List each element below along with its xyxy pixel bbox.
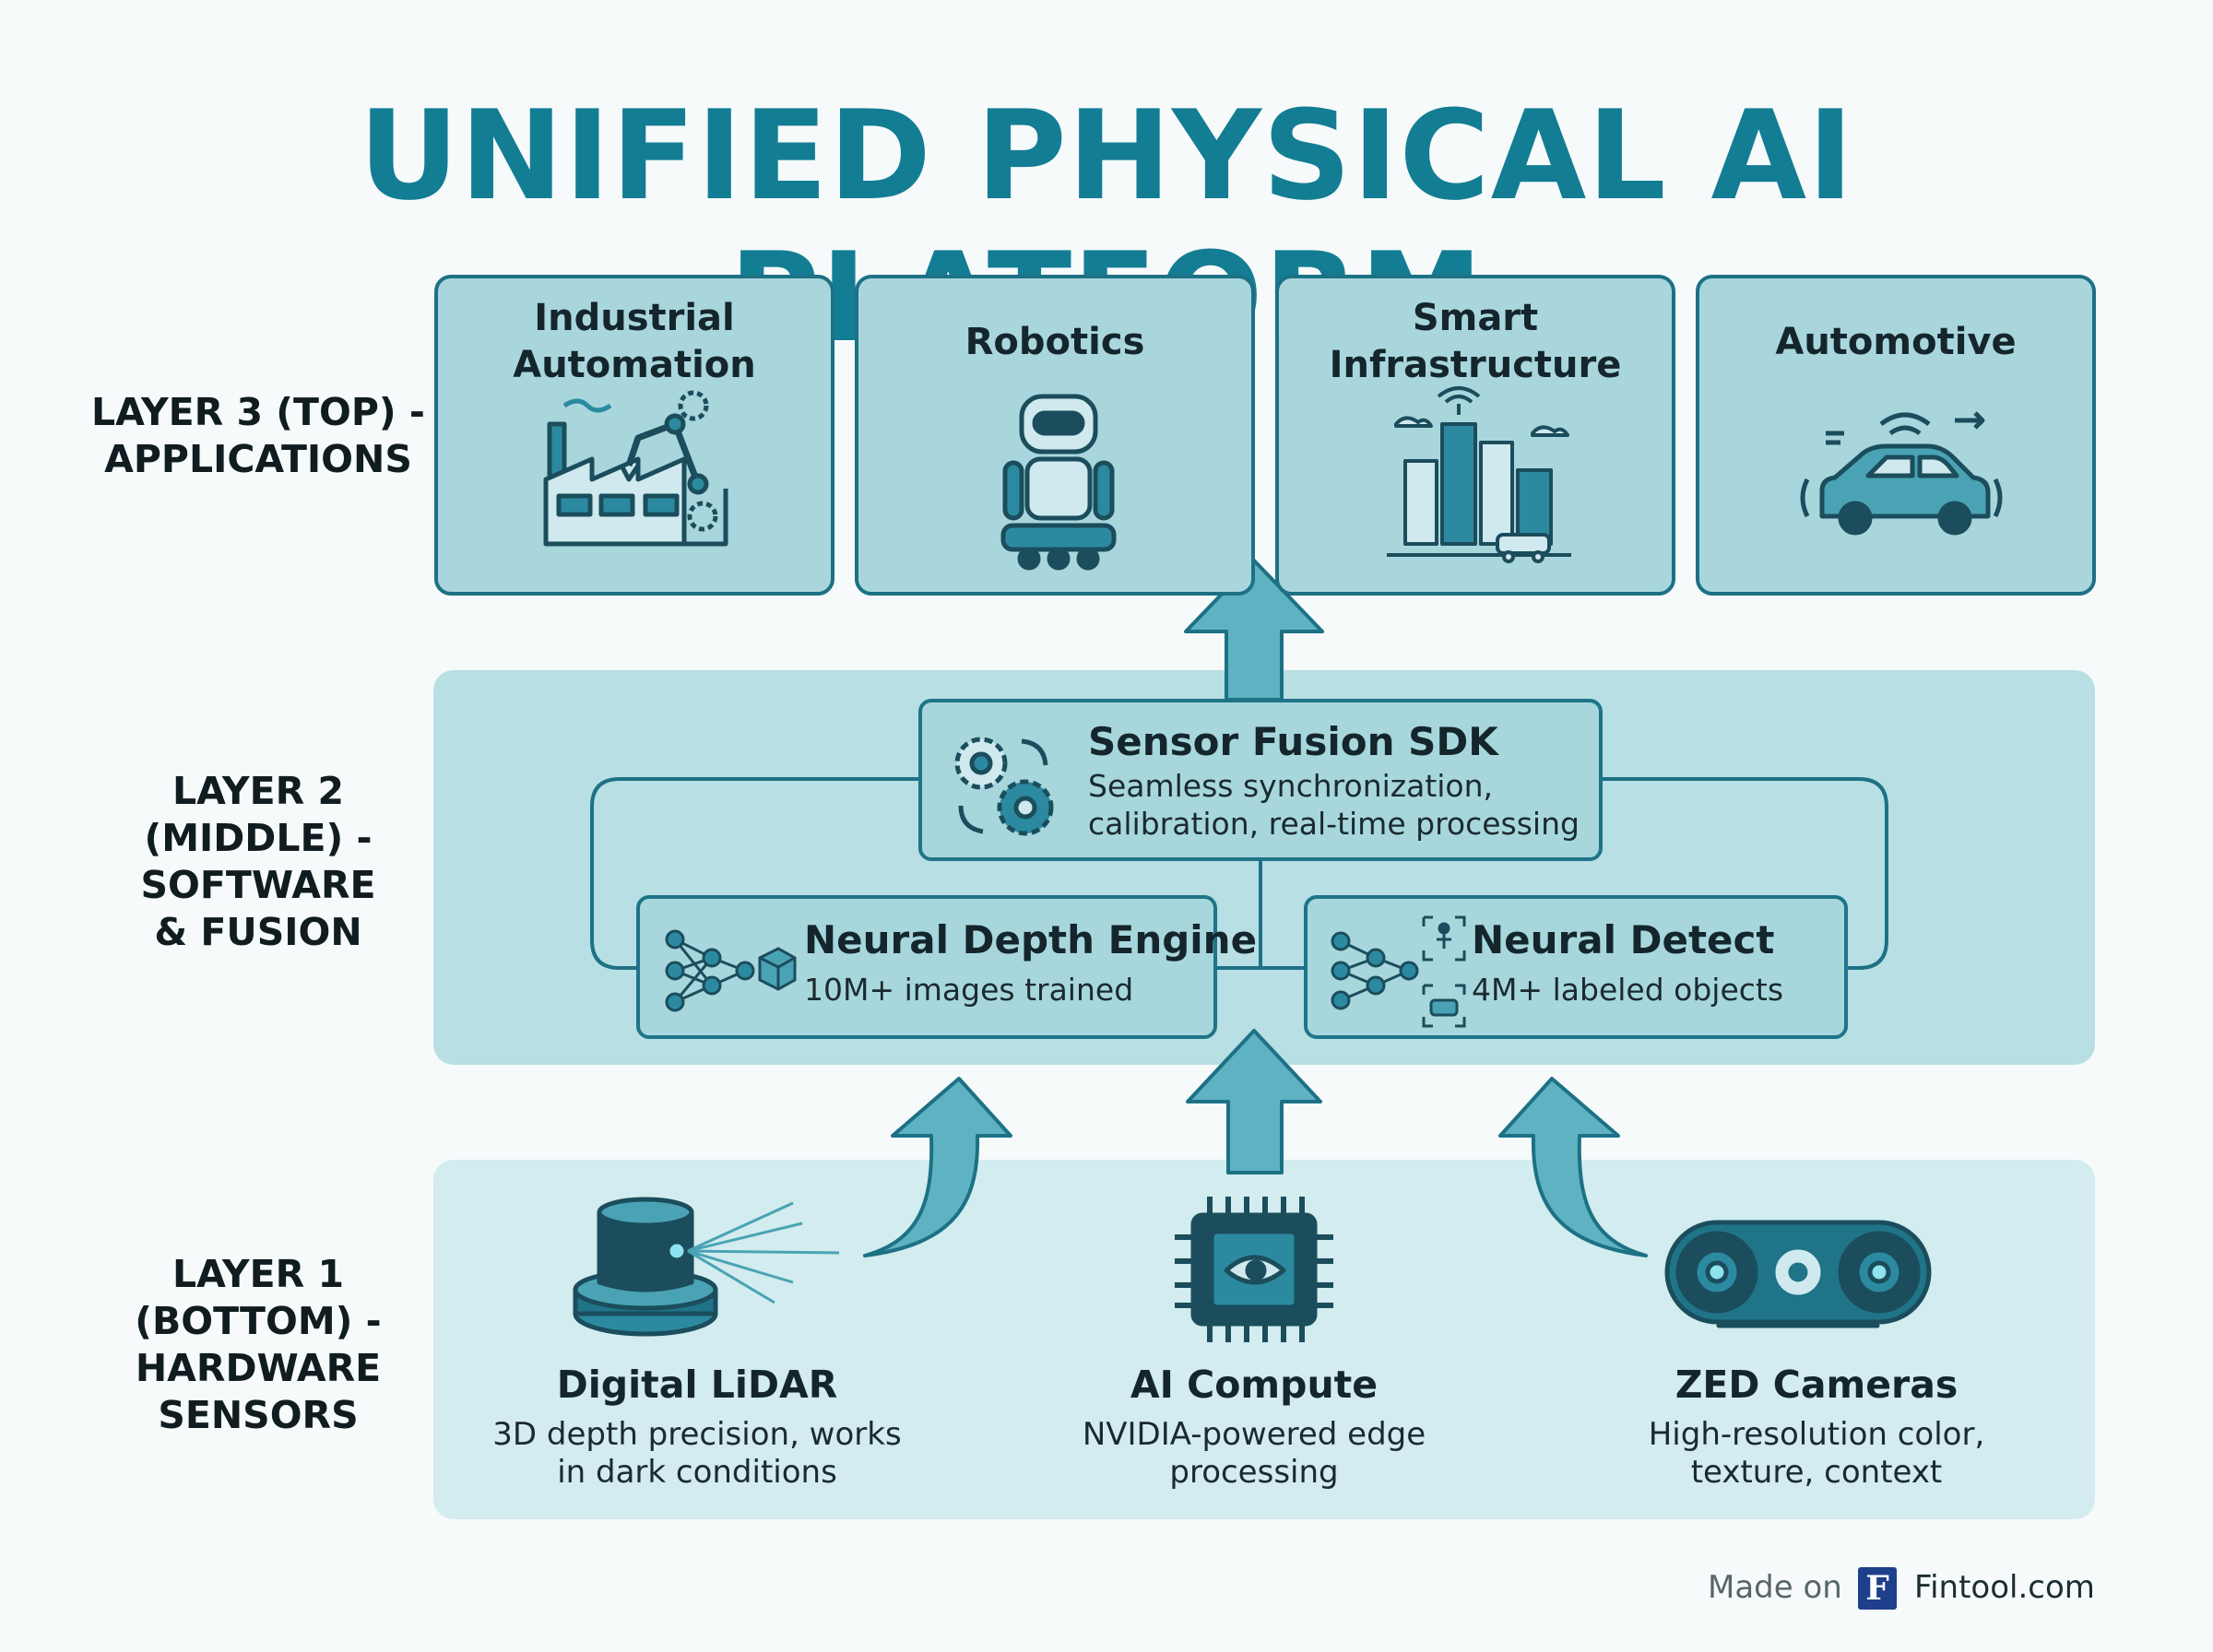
lidar-icon xyxy=(573,1197,840,1337)
app-card-smart-infrastructure: Smart Infrastructure xyxy=(1275,275,1675,596)
robot-icon xyxy=(1000,394,1117,571)
layer-label-line: LAYER 2 xyxy=(172,769,344,813)
neural-network-cube-icon xyxy=(665,929,797,1012)
sensor-fusion-description: Seamless synchronization, calibration, r… xyxy=(1088,767,1580,843)
app-title: Robotics xyxy=(964,321,1145,363)
layer-label-line: SOFTWARE xyxy=(140,863,376,907)
description-line: processing xyxy=(1169,1454,1339,1491)
description-line: Seamless synchronization, xyxy=(1088,768,1494,804)
description-line: 3D depth precision, works xyxy=(492,1416,902,1453)
neural-detect-box: Neural Detect 4M+ labeled objects xyxy=(1304,895,1848,1039)
layer-label-line: & FUSION xyxy=(154,910,362,954)
app-card-automotive: Automotive xyxy=(1696,275,2096,596)
layer-label-line: APPLICATIONS xyxy=(104,437,412,481)
neural-depth-engine-box: Neural Depth Engine 10M+ images trained xyxy=(636,895,1257,1039)
layer-label-line: (MIDDLE) - xyxy=(144,816,373,860)
neural-depth-description: 10M+ images trained xyxy=(804,972,1134,1008)
description-line: in dark conditions xyxy=(557,1454,837,1491)
neural-depth-title: Neural Depth Engine xyxy=(804,917,1258,962)
arrow-curve-from-lidar-icon xyxy=(863,1077,1012,1257)
fintool-logo-icon: F xyxy=(1858,1567,1897,1610)
app-title-line: Automation xyxy=(513,344,756,386)
arrow-up-to-applications-icon xyxy=(1184,559,1324,702)
app-title: Smart Infrastructure xyxy=(1279,295,1672,389)
layer-label-line: LAYER 1 xyxy=(172,1252,344,1296)
sensor-description-compute: NVIDIA-powered edge processing xyxy=(996,1416,1512,1492)
sensor-title-lidar: Digital LiDAR xyxy=(556,1363,838,1407)
description-line: calibration, real-time processing xyxy=(1088,806,1580,842)
description-line: NVIDIA-powered edge xyxy=(1082,1416,1426,1453)
gears-sync-icon xyxy=(954,737,1054,836)
arrow-curve-from-zed-icon xyxy=(1498,1077,1648,1257)
connected-car-icon xyxy=(1800,411,2003,536)
neural-network-detect-icon xyxy=(1331,915,1466,1028)
layer-1-label: LAYER 1 (BOTTOM) - HARDWARE SENSORS xyxy=(83,1251,433,1439)
sensor-fusion-sdk-box: Sensor Fusion SDK Seamless synchronizati… xyxy=(918,699,1603,861)
app-card-robotics: Robotics xyxy=(855,275,1255,596)
chip-icon xyxy=(1175,1197,1333,1342)
sensor-fusion-title: Sensor Fusion SDK xyxy=(1088,719,1498,764)
sensor-title-compute: AI Compute xyxy=(1130,1363,1379,1407)
description-line: texture, context xyxy=(1690,1454,1943,1491)
app-title: Automotive xyxy=(1775,321,2017,363)
credit-made-on: Made on xyxy=(1708,1569,1842,1606)
stereo-camera-icon xyxy=(1664,1220,1932,1328)
layer-3-label: LAYER 3 (TOP) - APPLICATIONS xyxy=(83,389,433,483)
smart-city-icon xyxy=(1387,386,1571,563)
app-title-line: Infrastructure xyxy=(1329,344,1622,386)
credit-site-link[interactable]: Fintool.com xyxy=(1914,1569,2095,1606)
app-card-industrial-automation: Industrial Automation xyxy=(434,275,834,596)
layer-label-line: HARDWARE xyxy=(135,1346,382,1390)
layer-label-line: SENSORS xyxy=(158,1393,359,1437)
app-title-line: Smart xyxy=(1412,297,1539,339)
app-title: Industrial Automation xyxy=(438,295,831,389)
sensor-description-zed: High-resolution color, texture, context xyxy=(1558,1416,2075,1492)
factory-robot-arm-icon xyxy=(543,390,728,547)
layer-label-line: LAYER 3 (TOP) - xyxy=(91,390,425,434)
sensor-title-zed: ZED Cameras xyxy=(1675,1363,1959,1407)
description-line: High-resolution color, xyxy=(1648,1416,1985,1453)
arrow-up-from-compute-icon xyxy=(1186,1029,1322,1174)
sensor-description-lidar: 3D depth precision, works in dark condit… xyxy=(439,1416,955,1492)
neural-detect-title: Neural Detect xyxy=(1472,917,1775,962)
neural-detect-description: 4M+ labeled objects xyxy=(1472,972,1784,1008)
layer-label-line: (BOTTOM) - xyxy=(135,1299,382,1343)
app-title-line: Industrial xyxy=(534,297,735,339)
layer-2-label: LAYER 2 (MIDDLE) - SOFTWARE & FUSION xyxy=(83,768,433,956)
